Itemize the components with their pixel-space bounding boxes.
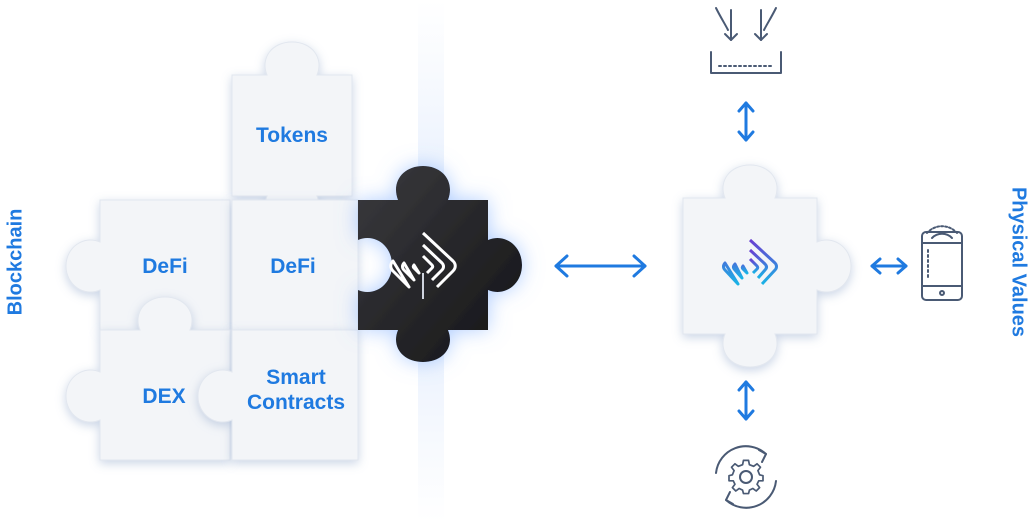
puzzle-piece-dex (65, 296, 231, 461)
label-defi-right: DeFi (270, 255, 316, 278)
smartphone-icon (921, 225, 963, 301)
vertical-arrow-bottom-icon (737, 380, 755, 421)
inbox-download-icon (710, 7, 782, 74)
gear-sync-icon (715, 445, 777, 509)
label-dex: DEX (142, 385, 185, 408)
concentric-logo-gradient-icon (722, 238, 778, 286)
label-defi-left: DeFi (142, 255, 188, 278)
short-double-arrow-icon (870, 257, 908, 275)
label-contracts: Contracts (247, 391, 345, 414)
vertical-arrow-top-icon (737, 101, 755, 142)
puzzle-piece-smart-contracts (197, 329, 359, 461)
side-label-physical-values: Physical Values (1007, 186, 1030, 338)
side-label-blockchain: Blockchain (4, 208, 27, 316)
label-tokens: Tokens (256, 124, 328, 147)
label-smart: Smart (266, 366, 326, 389)
puzzle-piece-defi-left (65, 199, 231, 331)
concentric-logo-icon (389, 231, 457, 299)
double-arrow-icon (554, 254, 647, 278)
dark-puzzle-piece (358, 166, 522, 362)
